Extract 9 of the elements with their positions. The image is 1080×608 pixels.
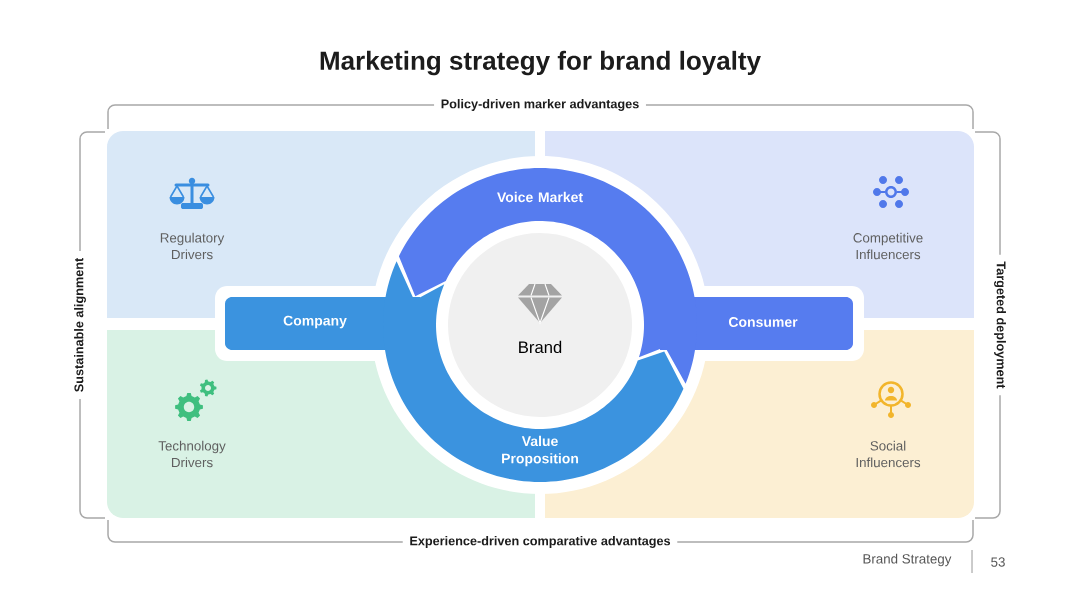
bracket-label: Targeted deployment	[991, 254, 1009, 396]
title: Marketing strategy for brand loyalty	[320, 50, 761, 76]
node-label: Consumer	[728, 317, 798, 327]
node-label: Company	[283, 315, 347, 329]
bracket-label: Sustainable alignment	[71, 251, 89, 399]
bracket-label: Experience-driven comparative advantages	[402, 533, 678, 551]
bracket-label: Policy-driven marker advantages	[434, 96, 646, 114]
page-number: 53	[991, 557, 1005, 567]
footer-text: Brand Strategy	[863, 553, 952, 567]
